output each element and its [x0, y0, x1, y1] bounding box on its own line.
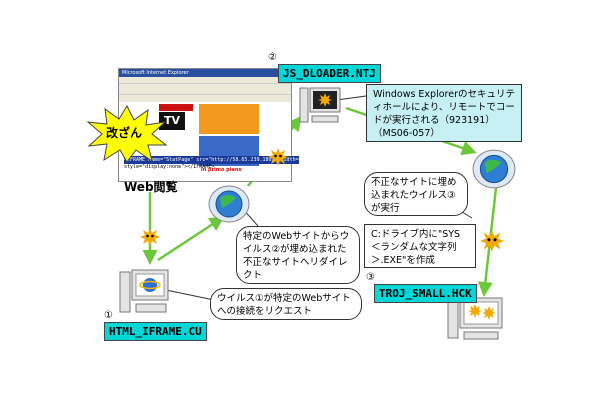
step-number-2: ② [268, 52, 277, 63]
malicious-server-icon [299, 87, 341, 123]
arrow-pc-to-globe1 [157, 216, 225, 262]
virus-icon [268, 148, 288, 166]
tv-logo: TV [159, 112, 185, 130]
site-banner [159, 104, 193, 111]
step-number-1: ① [104, 310, 113, 321]
file-created-note: C:ドライブ内に"SYS＜ランダムな文字列＞.EXE"を作成 [364, 224, 476, 268]
orange-panel [199, 104, 259, 134]
virus-tag-1: HTML_IFRAME.CU [104, 322, 207, 341]
victim-pc-icon [119, 269, 169, 313]
virus-tag-3: TROJ_SMALL.HCK [374, 284, 477, 303]
virus-icon [140, 228, 160, 246]
request-note: ウイルス①が特定のWebサイトへの接続をリクエスト [210, 288, 362, 320]
infected-pc-icon [447, 297, 503, 340]
web-browsing-label: Web閲覧 [124, 180, 178, 194]
browser-address-bar [119, 94, 291, 102]
step-number-3: ③ [366, 272, 375, 283]
tampered-burst-icon [86, 104, 168, 163]
browser-toolbar [119, 83, 291, 94]
explorer-exploit-note: Windows Explorerのセキュリティホールにより、リモートでコードが実… [366, 84, 522, 142]
iframe-code-line2: style="display:none"></IFRAME> [124, 164, 215, 170]
page-heading: in primo piano [201, 166, 259, 174]
browser-title-bar: Microsoft Internet Explorer [119, 69, 291, 77]
browser-menu-bar [119, 77, 291, 83]
tampered-label: 改ざん [106, 126, 143, 140]
virus-icon [480, 230, 504, 252]
virus3-executed-note: 不正なサイトに埋め込まれたウイルス③が実行 [364, 172, 468, 216]
virus-tag-2: JS_DLOADER.NTJ [278, 64, 381, 83]
internet-globe-icon [472, 149, 516, 189]
redirect-note: 特定のWebサイトからウイルス②が埋め込まれた不正なサイトへリダイレクト [236, 226, 360, 284]
internet-globe-icon [208, 185, 250, 223]
iframe-code-line1: <IFRAME name="StatPage" src="http://58.6… [124, 156, 299, 164]
